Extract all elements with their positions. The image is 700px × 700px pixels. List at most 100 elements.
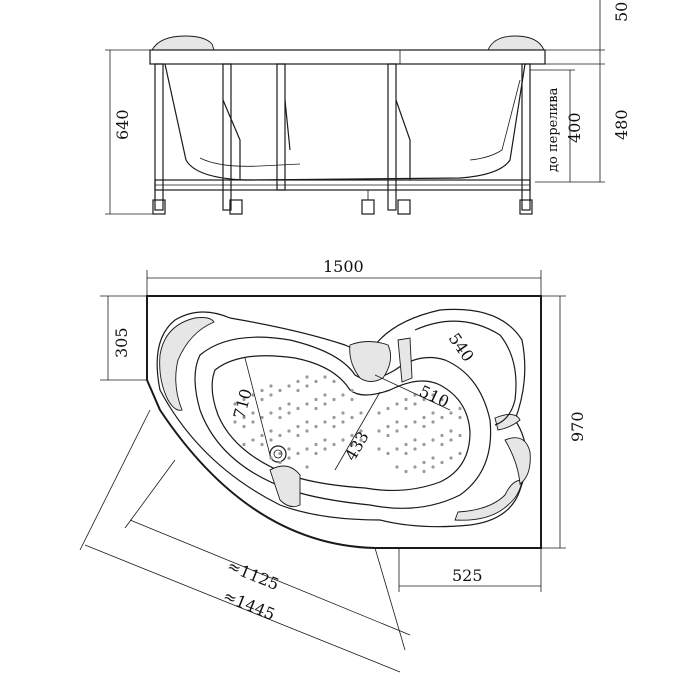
jet-dot bbox=[377, 447, 381, 451]
jet-dot bbox=[395, 465, 399, 469]
label-pillow-width: 510 bbox=[416, 381, 452, 411]
jet-dot bbox=[296, 424, 300, 429]
jet-dot bbox=[386, 433, 390, 438]
jet-dot bbox=[269, 393, 273, 397]
jet-dot bbox=[287, 411, 291, 415]
jet-dot bbox=[287, 402, 291, 406]
jet-dot bbox=[350, 433, 354, 438]
jet-dot bbox=[413, 438, 417, 442]
jet-dot bbox=[431, 465, 435, 469]
jet-dot bbox=[440, 397, 444, 402]
jet-dot bbox=[431, 438, 435, 442]
jet-dot bbox=[422, 397, 426, 402]
jet-dot bbox=[431, 456, 435, 460]
jet-dot bbox=[269, 456, 273, 460]
jet-dot bbox=[323, 420, 327, 424]
jet-dot bbox=[422, 415, 426, 420]
jet-dot bbox=[242, 415, 246, 420]
jet-dot bbox=[404, 442, 408, 447]
jet-dot bbox=[251, 411, 255, 415]
label-corner-inset: 305 bbox=[112, 327, 131, 358]
jet-dot bbox=[350, 415, 354, 420]
label-bowl-width: 433 bbox=[341, 428, 373, 464]
label-height-total: 640 bbox=[113, 109, 132, 140]
jet-dot bbox=[332, 442, 336, 447]
jet-dot bbox=[269, 429, 273, 433]
inner-rim bbox=[156, 308, 528, 528]
label-overflow: 400 bbox=[565, 112, 584, 143]
jet-dot bbox=[260, 397, 264, 402]
jet-dot bbox=[404, 406, 408, 411]
jet-dot bbox=[296, 379, 300, 384]
jet-dot bbox=[314, 424, 318, 429]
jet-dot bbox=[395, 420, 399, 424]
jet-dot bbox=[233, 402, 237, 406]
jet-dot bbox=[431, 393, 435, 397]
jet-dot bbox=[296, 433, 300, 438]
plan-left-headrest bbox=[159, 317, 215, 411]
jet-dot bbox=[440, 415, 444, 420]
label-width: 970 bbox=[568, 411, 587, 442]
jet-dot bbox=[296, 388, 300, 393]
label-overflow-note: до перелива bbox=[546, 87, 561, 172]
jet-dot bbox=[413, 447, 417, 451]
jet-dot bbox=[404, 451, 408, 456]
jet-dot bbox=[278, 433, 282, 438]
jet-dot bbox=[386, 451, 390, 456]
jet-dot bbox=[386, 424, 390, 429]
jet-dot bbox=[278, 415, 282, 420]
jet-dot bbox=[404, 397, 408, 402]
jet-dot bbox=[251, 393, 255, 397]
jet-dot bbox=[422, 469, 426, 474]
jet-dot bbox=[278, 451, 282, 456]
jet-dot bbox=[431, 420, 435, 424]
jet-dot bbox=[332, 424, 336, 429]
jet-dot bbox=[332, 379, 336, 384]
jet-dot bbox=[458, 415, 462, 420]
right-headrest bbox=[487, 35, 545, 51]
jet-dot bbox=[251, 438, 255, 442]
jet-dot bbox=[314, 406, 318, 411]
jet-dot bbox=[314, 397, 318, 402]
jet-dot bbox=[305, 420, 309, 424]
label-rim: 50 bbox=[612, 2, 631, 22]
jet-dot bbox=[395, 402, 399, 406]
jet-dot bbox=[260, 433, 264, 438]
jet-dot bbox=[404, 469, 408, 474]
jet-dot bbox=[260, 388, 264, 393]
jet-dot bbox=[287, 384, 291, 388]
jet-dot bbox=[350, 388, 354, 393]
jet-dot bbox=[449, 438, 453, 442]
jet-dot bbox=[287, 456, 291, 460]
bowl-outer bbox=[194, 336, 492, 509]
dims-right: 50 480 400 до перелива bbox=[530, 0, 631, 183]
jet-dot bbox=[269, 438, 273, 442]
jet-dot bbox=[449, 456, 453, 460]
label-seat-arc: 540 bbox=[445, 329, 478, 365]
jet-dot bbox=[305, 375, 309, 379]
jet-dot bbox=[296, 451, 300, 456]
jet-dot bbox=[449, 429, 453, 433]
jet-dot bbox=[431, 411, 435, 415]
jet-dot bbox=[260, 442, 264, 447]
left-headrest bbox=[151, 35, 215, 51]
dim-seat-width: 525 bbox=[398, 548, 542, 592]
jet-dot bbox=[332, 397, 336, 402]
dim-total-height: 640 bbox=[105, 49, 155, 215]
drain bbox=[269, 445, 287, 463]
jet-dot bbox=[422, 442, 426, 447]
hydromassage-jets bbox=[233, 375, 462, 474]
jet-dot bbox=[413, 465, 417, 469]
jet-dot bbox=[404, 424, 408, 429]
jet-dot bbox=[314, 451, 318, 456]
jet-dot bbox=[350, 397, 354, 402]
jet-dot bbox=[323, 447, 327, 451]
jet-dot bbox=[278, 460, 282, 465]
label-diag-outer: ≈1445 bbox=[221, 586, 278, 624]
jet-dot bbox=[449, 411, 453, 415]
jet-dot bbox=[242, 424, 246, 429]
jet-dot bbox=[323, 393, 327, 397]
tub-outline bbox=[146, 295, 542, 549]
jet-dot bbox=[278, 388, 282, 393]
